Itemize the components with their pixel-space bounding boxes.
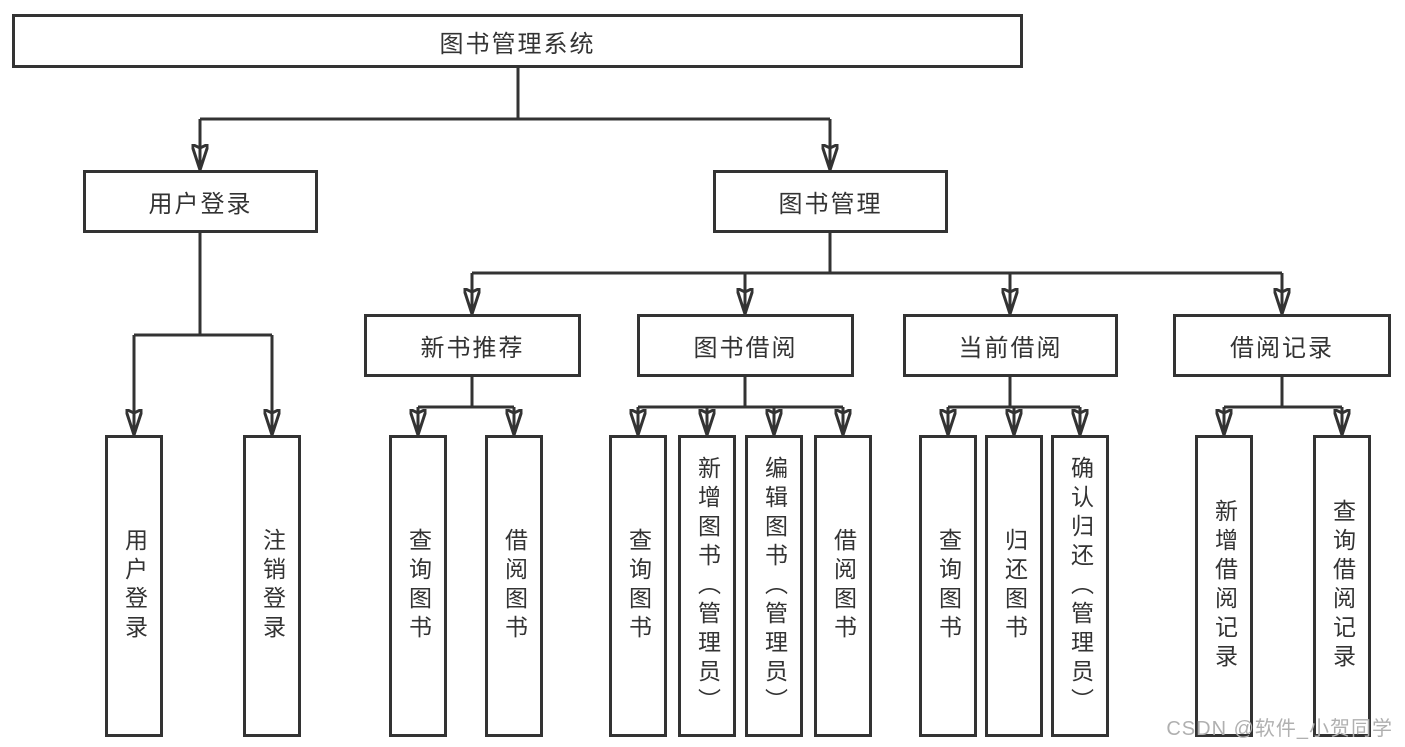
leaf-label: 新增图书（管理员）: [694, 455, 721, 717]
node-borrowing-records: 借阅记录: [1173, 314, 1391, 377]
leaf-label: 借阅图书: [501, 528, 528, 644]
leaf-return-book: 归还图书: [985, 435, 1043, 737]
leaf-label: 查询图书: [625, 528, 652, 644]
leaf-label: 注销登录: [259, 528, 286, 644]
leaf-label: 编辑图书（管理员）: [761, 455, 788, 717]
leaf-borrow-books: 借阅图书: [814, 435, 872, 737]
node-book-management: 图书管理: [713, 170, 948, 233]
node-user-login: 用户登录: [83, 170, 318, 233]
node-label: 用户登录: [148, 191, 253, 218]
leaf-edit-book-admin: 编辑图书（管理员）: [745, 435, 803, 737]
leaf-label: 新增借阅记录: [1211, 499, 1238, 673]
leaf-label: 借阅图书: [830, 528, 857, 644]
leaf-borrow-books-recommend: 借阅图书: [485, 435, 543, 737]
leaf-logout: 注销登录: [243, 435, 301, 737]
leaf-add-book-admin: 新增图书（管理员）: [678, 435, 736, 737]
leaf-label: 查询借阅记录: [1329, 499, 1356, 673]
node-library-system: 图书管理系统: [12, 14, 1023, 68]
leaf-query-books-borrow: 查询图书: [609, 435, 667, 737]
leaf-add-borrow-record: 新增借阅记录: [1195, 435, 1253, 737]
node-label: 图书借阅: [693, 335, 798, 362]
node-book-borrowing: 图书借阅: [637, 314, 854, 377]
leaf-label: 查询图书: [405, 528, 432, 644]
leaf-label: 归还图书: [1001, 528, 1028, 644]
leaf-confirm-return-admin: 确认归还（管理员）: [1051, 435, 1109, 737]
node-label: 新书推荐: [420, 335, 525, 362]
leaf-label: 查询图书: [935, 528, 962, 644]
csdn-watermark: CSDN @软件_小贺同学: [1166, 718, 1393, 740]
node-current-borrowing: 当前借阅: [903, 314, 1118, 377]
node-label: 图书管理系统: [439, 30, 596, 58]
leaf-user-login: 用户登录: [105, 435, 163, 737]
node-new-book-recommend: 新书推荐: [364, 314, 581, 377]
node-label: 借阅记录: [1230, 335, 1334, 362]
leaf-label: 确认归还（管理员）: [1067, 455, 1094, 717]
leaf-query-books-current: 查询图书: [919, 435, 977, 737]
node-label: 当前借阅: [958, 335, 1063, 362]
leaf-query-borrow-record: 查询借阅记录: [1313, 435, 1371, 737]
leaf-query-books-recommend: 查询图书: [389, 435, 447, 737]
leaf-label: 用户登录: [121, 528, 148, 644]
node-label: 图书管理: [778, 191, 883, 218]
